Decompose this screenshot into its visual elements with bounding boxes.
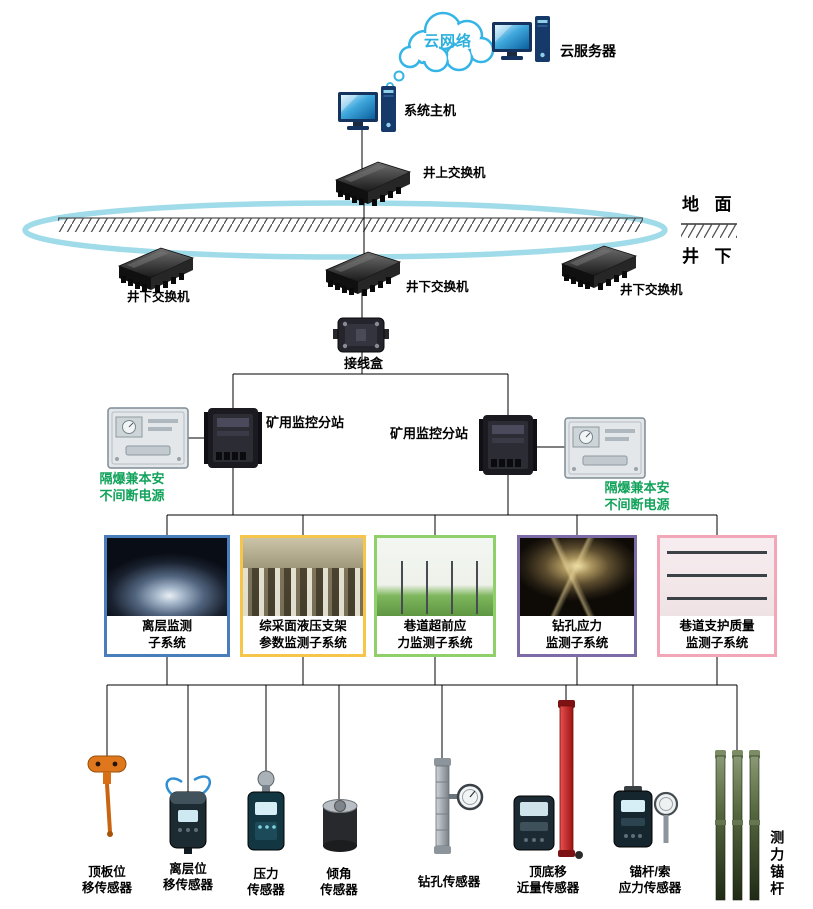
subsystem-caption-line2: 监测子系统 xyxy=(685,636,749,650)
ground-level-symbol xyxy=(681,223,737,238)
subsystem-card-separation: 离层监测 子系统 xyxy=(104,535,230,657)
sensor-label-borehole: 钻孔传感器 xyxy=(404,874,494,890)
substation-left-device xyxy=(204,408,262,468)
sensor-separation-displacement-device xyxy=(165,775,212,854)
subsystem-caption-line2: 监测子系统 xyxy=(545,636,609,650)
sensor-label-force-anchor: 测力锚杆 xyxy=(769,830,786,898)
sensor-label-line1: 钻孔传感器 xyxy=(417,875,481,889)
ground-label: 地 面 xyxy=(682,195,734,214)
surface-switch-label: 井上交换机 xyxy=(423,166,486,180)
sensor-roof-displacement-device xyxy=(87,755,127,837)
ring-network xyxy=(22,200,668,260)
force-anchor-rods xyxy=(715,750,760,901)
subsystem-caption: 综采面液压支架 参数监测子系统 xyxy=(243,616,363,654)
subsystem-card-borehole-stress: 钻孔应力 监测子系统 xyxy=(517,535,637,657)
subsystem-caption-line1: 巷道超前应 xyxy=(403,619,467,634)
sensor-label-line1: 顶底移 xyxy=(529,865,567,879)
host-label: 系统主机 xyxy=(404,103,457,118)
subsystem-caption-line2: 子系统 xyxy=(148,636,186,650)
ug-switch-right-label: 井下交换机 xyxy=(620,283,683,297)
ups-right-label: 隔爆兼本安 不间断电源 xyxy=(596,480,678,514)
substation-left-label: 矿用监控分站 xyxy=(266,415,345,430)
ups-left-device xyxy=(107,407,189,469)
subsystem-caption: 巷道支护质量 监测子系统 xyxy=(660,616,774,654)
sensor-label-roof-displacement: 顶板位 移传感器 xyxy=(67,864,147,897)
sensor-label-pressure: 压力 传感器 xyxy=(226,866,306,899)
subsystem-photo-railway xyxy=(520,538,634,616)
sensor-label-line1: 离层位 xyxy=(169,862,207,876)
sensor-label-convergence: 顶底移 近量传感器 xyxy=(502,864,594,897)
ups-left-label-line1: 隔爆兼本安 xyxy=(99,471,165,486)
subsystem-photo-tunnel xyxy=(107,538,227,616)
underground-switch-left-device xyxy=(118,247,194,293)
junction-box-label: 接线盒 xyxy=(344,356,384,371)
subsystem-caption: 离层监测 子系统 xyxy=(107,616,227,654)
subsystem-card-hydraulic-support: 综采面液压支架 参数监测子系统 xyxy=(240,535,366,657)
ground-hatch-band xyxy=(58,217,643,232)
subsystem-card-support-quality: 巷道支护质量 监测子系统 xyxy=(657,535,777,657)
subsystem-caption: 钻孔应力 监测子系统 xyxy=(520,616,634,654)
substation-right-label: 矿用监控分站 xyxy=(390,426,469,441)
junction-box-device xyxy=(333,317,389,353)
cloud-server-device xyxy=(492,16,550,62)
sensor-label-line1: 锚杆/索 xyxy=(629,865,671,879)
subsystem-caption: 巷道超前应 力监测子系统 xyxy=(377,616,493,654)
sensor-label-line2: 移传感器 xyxy=(162,878,213,893)
subsystem-caption-line1: 巷道支护质量 xyxy=(679,619,755,634)
sensor-label-tilt: 倾角 传感器 xyxy=(299,866,379,899)
ups-right-label-line1: 隔爆兼本安 xyxy=(604,480,670,495)
ug-switch-left-label: 井下交换机 xyxy=(127,290,190,304)
subsystem-caption-line2: 参数监测子系统 xyxy=(259,636,347,650)
subsystem-photo-anchors xyxy=(660,538,774,616)
underground-label: 井 下 xyxy=(682,247,734,266)
subsystem-caption-line2: 力监测子系统 xyxy=(397,636,473,650)
subsystem-caption-line1: 钻孔应力 xyxy=(551,619,602,634)
subsystem-card-advance-stress: 巷道超前应 力监测子系统 xyxy=(374,535,496,657)
sensor-anchor-stress-device xyxy=(613,786,679,848)
cloud-server-label: 云服务器 xyxy=(560,43,616,59)
substation-right-device xyxy=(479,415,537,475)
sensor-label-line2: 传感器 xyxy=(320,883,358,898)
sensor-tilt-device xyxy=(322,799,358,852)
sensor-label-anchor-stress: 锚杆/索 应力传感器 xyxy=(604,864,696,897)
sensor-label-line2: 近量传感器 xyxy=(516,881,580,896)
sensor-label-line1: 倾角 xyxy=(326,867,352,881)
ups-right-label-line2: 不间断电源 xyxy=(604,496,670,512)
subsystem-caption-line1: 离层监测 xyxy=(141,619,192,634)
system-host-device xyxy=(338,86,396,132)
sensor-label-line2: 移传感器 xyxy=(81,881,132,896)
sensor-label-line1: 压力 xyxy=(253,867,279,881)
sensor-convergence-device xyxy=(513,700,583,859)
cloud-label: 云网络 xyxy=(424,33,473,50)
sensor-pressure-device xyxy=(247,770,285,851)
subsystem-caption-line1: 综采面液压支架 xyxy=(259,619,347,634)
sensor-label-line2: 应力传感器 xyxy=(618,881,682,896)
sensor-borehole-device xyxy=(434,758,484,854)
subsystem-photo-gauges xyxy=(377,538,493,616)
ups-left-label-line2: 不间断电源 xyxy=(99,487,165,503)
subsystem-photo-supports xyxy=(243,538,363,616)
sensor-label-line1: 顶板位 xyxy=(88,865,126,879)
connector-lines xyxy=(106,130,738,800)
sensor-label-separation-displacement: 离层位 移传感器 xyxy=(148,861,228,894)
ups-right-device xyxy=(564,417,646,479)
ups-left-label: 隔爆兼本安 不间断电源 xyxy=(91,471,173,505)
surface-switch-device xyxy=(335,161,411,207)
cloud-icon xyxy=(386,11,495,90)
ug-switch-center-label: 井下交换机 xyxy=(406,280,469,294)
sensor-label-line2: 传感器 xyxy=(247,883,285,898)
